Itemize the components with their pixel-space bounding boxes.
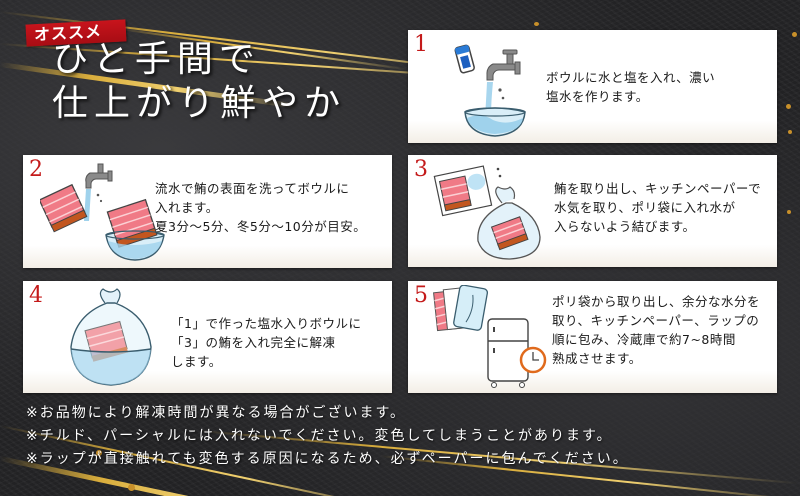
tuna-paper-bag-icon [433, 165, 541, 260]
gold-fleck [788, 130, 792, 134]
step-card-5: 5 ポリ袋から取り出し、余分な水分を 取り、キッチンペーパー、ラップの 順に包み… [408, 281, 777, 393]
step-card-3: 3 鮪を取り出し、キッチンペーパーで 水気を取り、ポリ袋に入れ水が 入らないよう… [408, 155, 777, 267]
faucet-salt-bowl-icon [454, 44, 526, 137]
step-description: ボウルに水と塩を入れ、濃い 塩水を作ります。 [546, 70, 716, 104]
title-line-2: 仕上がり鮮やか [52, 83, 347, 124]
step-card-4: 4 「1」で作った塩水入りボウルに 「3」の鮪を入れ完全に解凍 します。 [23, 281, 392, 393]
gold-fleck [96, 450, 102, 456]
caution-notes: ※お品物により解凍時間が異なる場合がございます。 ※チルド、パーシャルには入れな… [26, 402, 629, 471]
title-line-1: ひと手間で [52, 39, 261, 80]
step-number: 4 [29, 283, 43, 308]
wrap-fridge-clock-icon [433, 285, 547, 388]
bagged-tuna-in-bowl-icon [70, 288, 152, 386]
gold-fleck [787, 210, 791, 214]
step-number: 5 [414, 283, 428, 308]
step-description: 流水で鮪の表面を洗ってボウルに 入れます。 夏3分～5分、冬5分～10分が目安。 [155, 181, 367, 234]
gold-fleck [534, 22, 539, 26]
note-line: ※お品物により解凍時間が異なる場合がございます。 [26, 405, 407, 421]
step-description: ポリ袋から取り出し、余分な水分を 取り、キッチンペーパー、ラップの 順に包み、冷… [552, 294, 761, 366]
note-line: ※ラップが直接触れても変色する原因になるため、必ずペーパーに包んでください。 [26, 451, 629, 467]
step-card-2: 2 流水で鮪の表面を洗ってボウルに 入れます。 夏3分～5 [23, 155, 392, 268]
rinse-tuna-bowl-icon [40, 163, 165, 261]
step-number: 1 [414, 32, 428, 57]
gold-fleck [128, 484, 135, 491]
note-line: ※チルド、パーシャルには入れないでください。変色してしまうことがあります。 [26, 428, 613, 444]
step-card-1: 1 ボウルに水と塩を入れ、濃い 塩水を作ります。 [408, 30, 777, 143]
step-description: 「1」で作った塩水入りボウルに 「3」の鮪を入れ完全に解凍 します。 [171, 316, 362, 369]
step-number: 2 [29, 157, 43, 182]
step-description: 鮪を取り出し、キッチンペーパーで 水気を取り、ポリ袋に入れ水が 入らないよう結び… [554, 181, 762, 234]
gold-fleck [786, 104, 791, 109]
step-number: 3 [414, 157, 428, 182]
page-title: ひと手間で 仕上がり鮮やか [52, 38, 346, 126]
gold-fleck [792, 32, 797, 37]
